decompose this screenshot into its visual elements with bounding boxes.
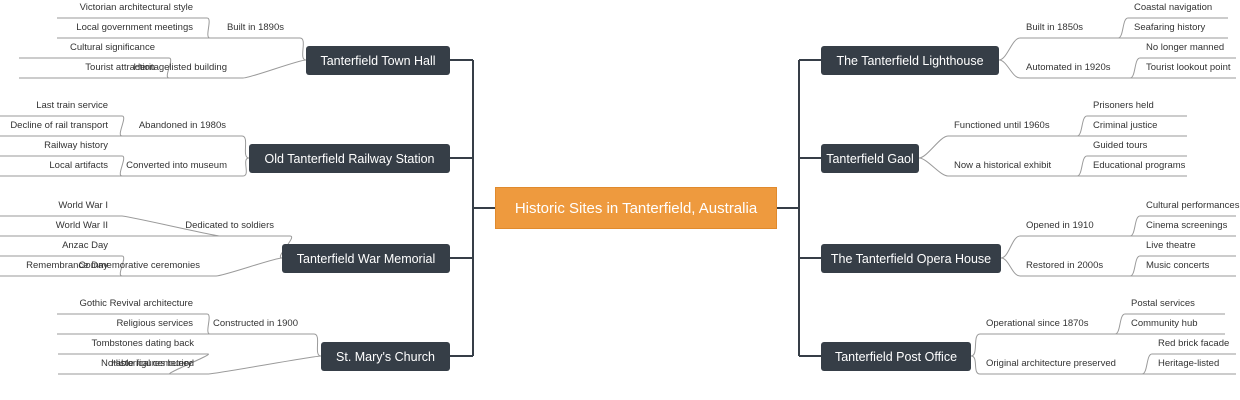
sub-topic-label[interactable]: Automated in 1920s (1026, 62, 1111, 73)
leaf-connector (119, 115, 125, 137)
sub-topic-label[interactable]: Restored in 2000s (1026, 260, 1104, 271)
sub-topic-label[interactable]: Commemorative ceremonies (78, 260, 200, 271)
sub-topic-label[interactable]: Converted into museum (126, 160, 227, 171)
sub-connector (1000, 235, 1021, 259)
branch-right-0[interactable]: The Tanterfield Lighthouse (821, 46, 999, 75)
leaf-connector (1129, 215, 1141, 237)
sub-connector (215, 257, 283, 277)
leaf-label[interactable]: Seafaring history (1134, 22, 1206, 33)
leaf-label[interactable]: Notable figures buried (101, 358, 194, 369)
central-topic[interactable]: Historic Sites in Tanterfield, Australia (495, 187, 777, 229)
leaf-label[interactable]: Tourist attraction (85, 62, 155, 73)
leaf-label[interactable]: Educational programs (1093, 160, 1186, 171)
leaf-connector (121, 215, 221, 237)
sub-topic-label[interactable]: Built in 1850s (1026, 22, 1084, 33)
leaf-label[interactable]: Decline of rail transport (10, 120, 108, 131)
leaf-connector (166, 57, 172, 79)
leaf-label[interactable]: Cinema screenings (1146, 220, 1228, 231)
leaf-label[interactable]: Coastal navigation (1134, 2, 1213, 13)
leaf-label[interactable]: Railway history (44, 140, 108, 151)
leaf-label[interactable]: Live theatre (1146, 240, 1196, 251)
sub-topic-label[interactable]: Heritagelisted building (133, 62, 227, 73)
branch-left-0[interactable]: Tanterfield Town Hall (306, 46, 450, 75)
leaf-label[interactable]: Cultural significance (69, 42, 155, 53)
leaf-label[interactable]: Gothic Revival architecture (79, 298, 193, 309)
sub-topic-label[interactable]: Functioned until 1960s (954, 120, 1050, 131)
sub-connector (998, 37, 1021, 61)
sub-connector (313, 333, 322, 357)
leaf-label[interactable]: Local artifacts (49, 160, 108, 171)
sub-connector (242, 157, 250, 177)
sub-connector (299, 37, 307, 61)
sub-topic-label[interactable]: Constructed in 1900 (212, 318, 298, 329)
leaf-connector (119, 155, 125, 177)
leaf-connector (1117, 17, 1129, 39)
leaf-connector (1114, 313, 1126, 335)
leaf-connector (1076, 115, 1088, 137)
sub-connector (970, 333, 981, 357)
leaf-label[interactable]: Postal services (1131, 298, 1195, 309)
leaf-connector (206, 17, 211, 39)
leaf-label[interactable]: World War II (55, 220, 108, 231)
leaf-label[interactable]: Heritage-listed (1158, 358, 1220, 369)
sub-connector (918, 157, 949, 177)
branch-left-2[interactable]: Tanterfield War Memorial (282, 244, 450, 273)
leaf-label[interactable]: Victorian architectural style (79, 2, 193, 13)
leaf-label[interactable]: Last train service (36, 100, 108, 111)
leaf-connector (206, 313, 211, 335)
sub-topic-label[interactable]: Operational since 1870s (986, 318, 1089, 329)
leaf-label[interactable]: Tourist lookout point (1146, 62, 1231, 73)
leaf-label[interactable]: Community hub (1131, 318, 1198, 329)
leaf-label[interactable]: Anzac Day (62, 240, 108, 251)
branch-right-1[interactable]: Tanterfield Gaol (821, 144, 919, 173)
leaf-label[interactable]: Guided tours (1093, 140, 1148, 151)
branch-left-3[interactable]: St. Mary's Church (321, 342, 450, 371)
sub-connector (207, 355, 322, 375)
branch-right-3[interactable]: Tanterfield Post Office (821, 342, 971, 371)
leaf-label[interactable]: Remembrance Day (26, 260, 108, 271)
sub-connector (241, 135, 250, 159)
leaf-label[interactable]: Religious services (116, 318, 193, 329)
leaf-label[interactable]: Prisoners held (1093, 100, 1154, 111)
leaf-label[interactable]: No longer manned (1146, 42, 1225, 53)
sub-connector (970, 355, 981, 375)
leaf-label[interactable]: Criminal justice (1093, 120, 1158, 131)
sub-topic-label[interactable]: Now a historical exhibit (954, 160, 1052, 171)
sub-topic-label[interactable]: Original architecture preserved (986, 358, 1116, 369)
leaf-label[interactable]: Local government meetings (76, 22, 193, 33)
leaf-label[interactable]: Tombstones dating back (91, 338, 194, 349)
leaf-connector (169, 353, 209, 375)
leaf-connector (1076, 155, 1088, 177)
sub-topic-label[interactable]: Dedicated to soldiers (185, 220, 274, 231)
branch-right-2[interactable]: The Tanterfield Opera House (821, 244, 1001, 273)
sub-topic-label[interactable]: Abandoned in 1980s (138, 120, 226, 131)
leaf-connector (1141, 353, 1153, 375)
sub-topic-label[interactable]: Built in 1890s (226, 22, 284, 33)
branch-left-1[interactable]: Old Tanterfield Railway Station (249, 144, 450, 173)
leaf-connector (119, 255, 125, 277)
leaf-label[interactable]: World War I (58, 200, 108, 211)
leaf-connector (1129, 57, 1141, 79)
sub-connector (242, 59, 307, 79)
leaf-label[interactable]: Red brick facade (1158, 338, 1230, 349)
sub-connector (998, 59, 1021, 79)
sub-connector (918, 135, 949, 159)
sub-connector (1000, 257, 1021, 277)
leaf-connector (1129, 255, 1141, 277)
sub-topic-label[interactable]: Historical cemetery (111, 358, 192, 369)
leaf-label[interactable]: Cultural performances (1146, 200, 1240, 211)
sub-topic-label[interactable]: Opened in 1910 (1026, 220, 1094, 231)
leaf-label[interactable]: Music concerts (1146, 260, 1210, 271)
